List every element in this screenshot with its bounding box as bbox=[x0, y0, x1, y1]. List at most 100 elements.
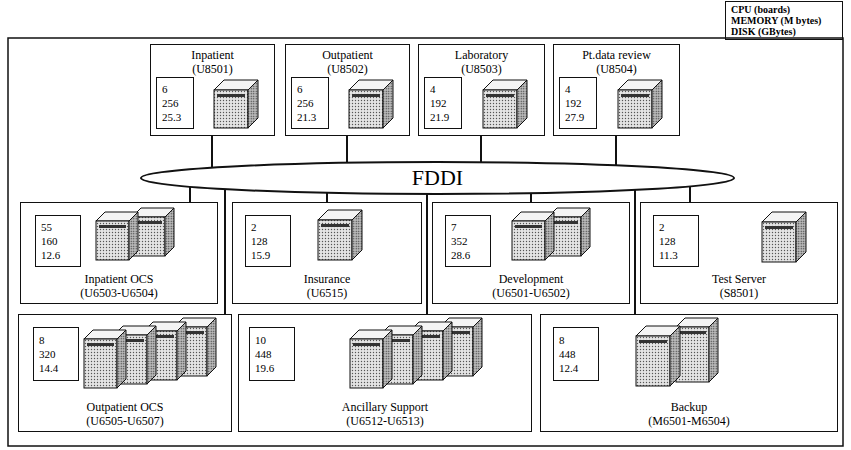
server-name: Inpatient OCS bbox=[85, 272, 154, 286]
spec-value: 11.3 bbox=[659, 248, 678, 262]
spec-value: 4 bbox=[430, 82, 436, 96]
server-box: 844812.4Backup(M6501-M6504) bbox=[540, 314, 838, 432]
spec-value: 2 bbox=[659, 220, 665, 234]
spec-value: 12.6 bbox=[41, 248, 60, 262]
text-holder: 419227.9 bbox=[560, 78, 596, 128]
key-text: MEMORY (M bytes) bbox=[731, 15, 821, 26]
server-name: Outpatient bbox=[322, 48, 373, 62]
server-name: Pt.data review bbox=[582, 48, 651, 62]
server-box: 832014.4Outpatient OCS(U6505-U6507) bbox=[18, 314, 232, 432]
spec-box: 5516012.6 bbox=[35, 215, 81, 267]
spec-value: 128 bbox=[251, 234, 268, 248]
server-name: Development bbox=[499, 272, 564, 286]
text-holder: Inpatient OCS(U6503-U6504) bbox=[21, 272, 217, 300]
text-holder: Pt.data review(U8504) bbox=[554, 48, 679, 76]
spec-value: 6 bbox=[297, 82, 303, 96]
spec-box: 832014.4 bbox=[33, 327, 79, 381]
server-box: 212811.3Test Server(S8501) bbox=[640, 202, 838, 304]
text-holder: 832014.4 bbox=[34, 328, 78, 380]
spec-value: 256 bbox=[162, 96, 179, 110]
text-holder: Ancillary Support(U6512-U6513) bbox=[239, 400, 531, 428]
spec-value: 27.9 bbox=[565, 110, 584, 124]
text-holder: Outpatient OCS(U6505-U6507) bbox=[19, 400, 231, 428]
server-name: (U6512-U6513) bbox=[346, 414, 423, 428]
spec-value: 160 bbox=[41, 234, 58, 248]
network-link bbox=[689, 186, 691, 202]
spec-box: 625621.3 bbox=[291, 77, 329, 129]
spec-box: 625625.3 bbox=[156, 77, 194, 129]
spec-value: 21.3 bbox=[297, 110, 316, 124]
server-name: (M6501-M6504) bbox=[648, 414, 729, 428]
server-name: Ancillary Support bbox=[342, 400, 428, 414]
server-name: (U8502) bbox=[327, 62, 368, 76]
text-holder: 625621.3 bbox=[292, 78, 328, 128]
server-box: 735228.6Development(U6501-U6502) bbox=[432, 202, 630, 304]
spec-value: 320 bbox=[39, 347, 56, 361]
key-text: DISK (GBytes) bbox=[731, 26, 796, 37]
server-name: Backup bbox=[671, 400, 708, 414]
server-box: 212815.9Insurance(U6515) bbox=[232, 202, 422, 304]
network-link bbox=[189, 187, 191, 202]
text-holder: CPU (boards)MEMORY (M bytes)DISK (GBytes… bbox=[726, 2, 842, 39]
text-holder: Laboratory(U8503) bbox=[419, 48, 544, 76]
network-link bbox=[426, 194, 428, 314]
spec-value: 28.6 bbox=[451, 248, 470, 262]
server-icon bbox=[349, 80, 393, 128]
spec-value: 14.4 bbox=[39, 361, 58, 375]
network-link bbox=[530, 193, 532, 202]
text-holder: 1044819.6 bbox=[250, 328, 294, 380]
spec-value: 8 bbox=[559, 333, 565, 347]
text-holder: Backup(M6501-M6504) bbox=[541, 400, 837, 428]
spec-value: 448 bbox=[559, 347, 576, 361]
spec-box: 419221.9 bbox=[424, 77, 462, 129]
spec-box: 212811.3 bbox=[653, 215, 699, 267]
server-icon bbox=[483, 80, 527, 128]
spec-value: 8 bbox=[39, 333, 45, 347]
spec-box: 419227.9 bbox=[559, 77, 597, 129]
spec-value: 128 bbox=[659, 234, 676, 248]
key-box: CPU (boards)MEMORY (M bytes)DISK (GBytes… bbox=[725, 1, 843, 40]
server-box: 625621.3Outpatient(U8502) bbox=[285, 44, 410, 136]
spec-box: 212815.9 bbox=[245, 215, 291, 267]
text-holder: 625625.3 bbox=[157, 78, 193, 128]
text-holder: 844812.4 bbox=[554, 328, 598, 380]
server-name: (U6515) bbox=[307, 286, 348, 300]
spec-value: 10 bbox=[255, 333, 266, 347]
text-holder: 5516012.6 bbox=[36, 216, 80, 266]
server-name: (U8501) bbox=[192, 62, 233, 76]
server-name: (U6503-U6504) bbox=[80, 286, 157, 300]
server-name: (S8501) bbox=[720, 286, 759, 300]
server-icon bbox=[512, 212, 554, 260]
spec-value: 192 bbox=[430, 96, 447, 110]
server-icon bbox=[676, 318, 718, 382]
network-link bbox=[634, 190, 636, 314]
server-icon bbox=[318, 210, 362, 260]
network-ring: FDDI bbox=[140, 161, 735, 195]
server-icon bbox=[350, 330, 392, 388]
server-box: 1044819.6Ancillary Support(U6512-U6513) bbox=[238, 314, 532, 432]
spec-value: 7 bbox=[451, 220, 457, 234]
server-name: Outpatient OCS bbox=[87, 400, 164, 414]
server-name: (U8503) bbox=[461, 62, 502, 76]
server-icon bbox=[214, 80, 258, 128]
server-box: 419221.9Laboratory(U8503) bbox=[418, 44, 545, 136]
spec-value: 19.6 bbox=[255, 361, 274, 375]
outer-frame bbox=[8, 38, 843, 446]
spec-value: 448 bbox=[255, 347, 272, 361]
spec-value: 192 bbox=[565, 96, 582, 110]
text-holder: 419221.9 bbox=[425, 78, 461, 128]
server-box: 419227.9Pt.data review(U8504) bbox=[553, 44, 680, 136]
server-box: 625625.3Inpatient(U8501) bbox=[150, 44, 275, 136]
server-icon bbox=[636, 326, 680, 386]
text-holder: Insurance(U6515) bbox=[233, 272, 421, 300]
text-holder: FDDI bbox=[140, 161, 735, 195]
server-box: 5516012.6Inpatient OCS(U6503-U6504) bbox=[20, 202, 218, 304]
spec-value: 352 bbox=[451, 234, 468, 248]
server-name: Insurance bbox=[304, 272, 351, 286]
key-text: CPU (boards) bbox=[731, 4, 790, 15]
network-link bbox=[211, 136, 213, 168]
spec-box: 735228.6 bbox=[445, 215, 491, 267]
server-name: (U6501-U6502) bbox=[492, 286, 569, 300]
